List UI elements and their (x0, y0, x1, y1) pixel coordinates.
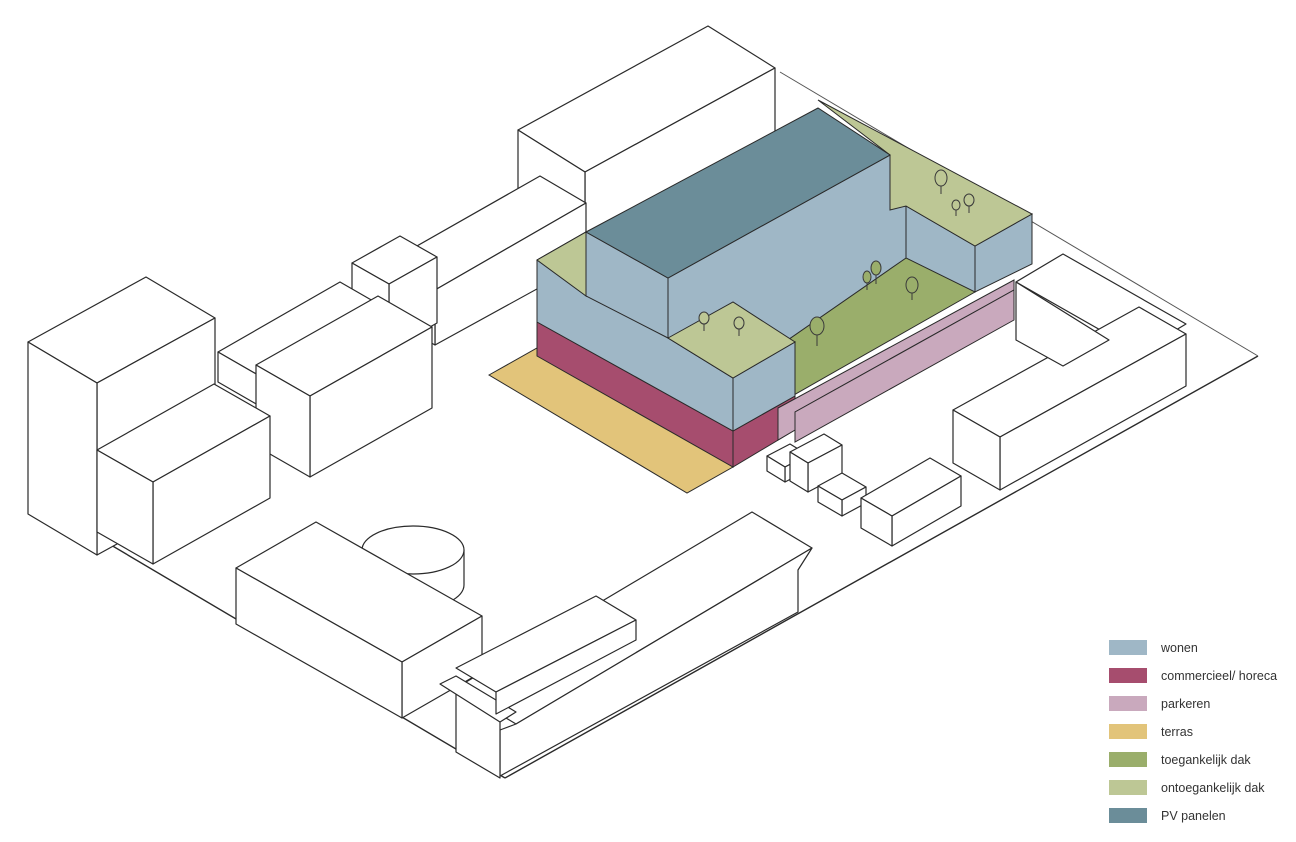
tree-icon (905, 276, 919, 300)
tree-icon (934, 169, 948, 194)
legend-swatch (1109, 808, 1147, 823)
legend-label: ontoegankelijk dak (1161, 781, 1265, 795)
legend-label: toegankelijk dak (1161, 753, 1251, 767)
legend-item: terras (1109, 724, 1193, 739)
legend-swatch (1109, 780, 1147, 795)
legend-label: terras (1161, 725, 1193, 739)
legend-item: PV panelen (1109, 808, 1226, 823)
legend-label: parkeren (1161, 697, 1210, 711)
featured-building (488, 99, 1034, 494)
tree-icon (733, 316, 745, 336)
legend-item: commercieel/ horeca (1109, 668, 1277, 683)
legend-label: PV panelen (1161, 809, 1226, 823)
context-building-right-L (952, 253, 1187, 491)
legend-item: toegankelijk dak (1109, 752, 1251, 767)
legend-swatch (1109, 724, 1147, 739)
context-buildings (27, 25, 1187, 779)
legend: wonen commercieel/ horeca parkeren terras to… (1109, 640, 1277, 823)
pv-panel-roof (584, 107, 891, 279)
legend-item: ontoegankelijk dak (1109, 780, 1265, 795)
inaccessible-roof-left (536, 231, 587, 297)
legend-swatch (1109, 640, 1147, 655)
legend-item: wonen (1109, 640, 1198, 655)
tree-icon (862, 270, 872, 290)
context-building-front-left (235, 521, 483, 719)
legend-item: parkeren (1109, 696, 1210, 711)
tree-icon (963, 193, 975, 213)
legend-swatch (1109, 752, 1147, 767)
roof-trees (698, 169, 975, 346)
legend-swatch (1109, 696, 1147, 711)
tree-icon (951, 199, 961, 216)
tree-icon (698, 311, 710, 331)
legend-swatch (1109, 668, 1147, 683)
context-building-front-bar (439, 511, 813, 779)
legend-label: commercieel/ horeca (1161, 669, 1277, 683)
tree-icon (809, 316, 825, 346)
tree-icon (870, 260, 882, 284)
legend-label: wonen (1160, 641, 1198, 655)
context-building-left-low (96, 383, 271, 565)
parking-side (794, 289, 1015, 443)
context-building-small-boxes (766, 433, 962, 547)
